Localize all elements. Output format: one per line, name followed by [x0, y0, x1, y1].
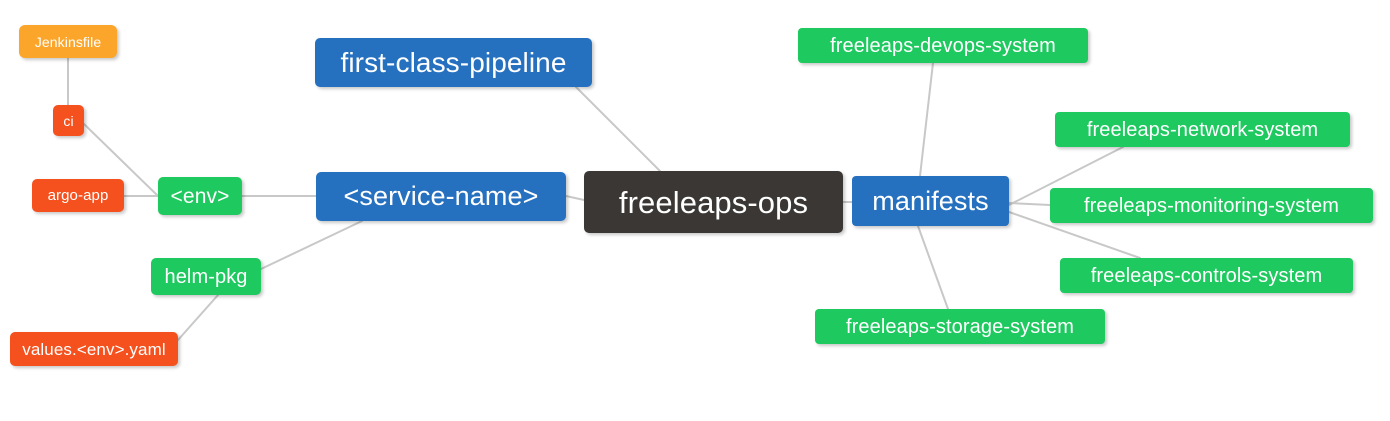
edge-service-name-to-freeleaps-ops	[565, 195, 585, 201]
mindmap-node-label: values.<env>.yaml	[22, 339, 166, 359]
edge-manifests-to-freeleaps-storage-system	[917, 225, 949, 310]
mindmap-node-freeleaps-network-system[interactable]: freeleaps-network-system	[1055, 112, 1350, 147]
edge-helm-pkg-to-service-name	[260, 220, 363, 270]
mindmap-node-label: freeleaps-monitoring-system	[1083, 194, 1339, 217]
edge-values-env-yaml-to-helm-pkg	[177, 294, 219, 341]
mindmap-node-manifests[interactable]: manifests	[852, 176, 1009, 226]
mindmap-node-label: freeleaps-ops	[618, 184, 809, 220]
mindmap-node-label: first-class-pipeline	[340, 46, 567, 78]
edge-manifests-to-freeleaps-devops-system	[919, 62, 934, 177]
mindmap-node-jenkinsfile[interactable]: Jenkinsfile	[19, 25, 117, 58]
mindmap-node-label: argo-app	[47, 187, 109, 204]
mindmap-node-freeleaps-controls-system[interactable]: freeleaps-controls-system	[1060, 258, 1353, 293]
mindmap-node-first-class-pipeline[interactable]: first-class-pipeline	[315, 38, 592, 87]
edge-first-class-pipeline-to-freeleaps-ops	[575, 86, 661, 172]
mindmap-node-argo-app[interactable]: argo-app	[32, 179, 124, 212]
mindmap-node-service-name[interactable]: <service-name>	[316, 172, 566, 221]
edge-manifests-to-freeleaps-monitoring-system	[1008, 202, 1051, 206]
mindmap-node-label: <service-name>	[343, 181, 539, 211]
mindmap-node-label: ci	[63, 112, 74, 129]
mindmap-node-env[interactable]: <env>	[158, 177, 242, 215]
mindmap-node-freeleaps-monitoring-system[interactable]: freeleaps-monitoring-system	[1050, 188, 1373, 223]
mindmap-node-label: freeleaps-controls-system	[1090, 264, 1323, 287]
mindmap-node-freeleaps-devops-system[interactable]: freeleaps-devops-system	[798, 28, 1088, 63]
mindmap-node-values-env-yaml[interactable]: values.<env>.yaml	[10, 332, 178, 366]
mindmap-node-freeleaps-ops[interactable]: freeleaps-ops	[584, 171, 843, 233]
mindmap-node-helm-pkg[interactable]: helm-pkg	[151, 258, 261, 295]
mindmap-node-label: manifests	[872, 185, 989, 216]
mindmap-node-ci[interactable]: ci	[53, 105, 84, 136]
mindmap-node-label: <env>	[170, 184, 230, 208]
mindmap-node-label: Jenkinsfile	[34, 33, 102, 50]
mindmap-node-label: helm-pkg	[164, 265, 248, 288]
mindmap-node-label: freeleaps-storage-system	[845, 315, 1075, 338]
mindmap-node-label: freeleaps-devops-system	[830, 34, 1056, 57]
mindmap-node-freeleaps-storage-system[interactable]: freeleaps-storage-system	[815, 309, 1105, 344]
mindmap-node-label: freeleaps-network-system	[1086, 118, 1319, 141]
